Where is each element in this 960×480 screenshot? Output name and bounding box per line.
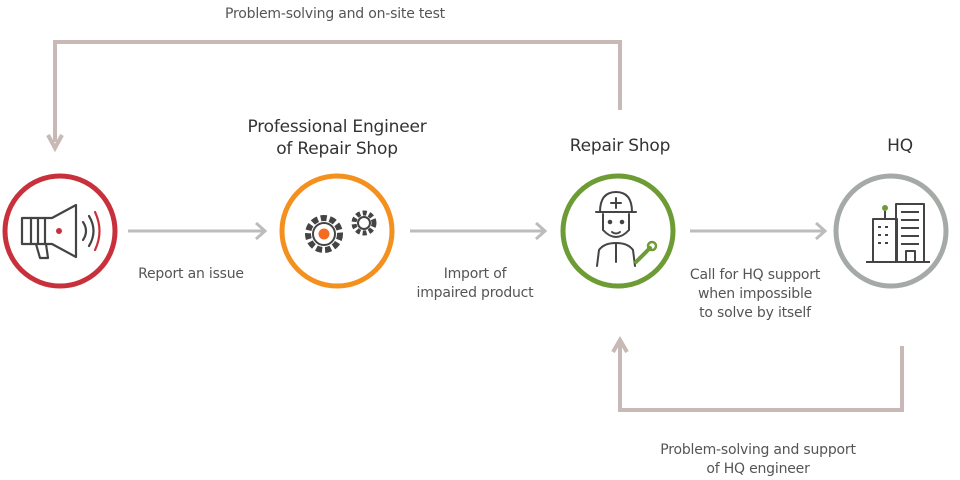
node-title-hq: HQ [887, 136, 913, 156]
edge-label-call-hq-support: Call for HQ support when impossible to s… [689, 267, 821, 321]
node-repair-shop [560, 173, 676, 289]
node-hq [833, 173, 949, 289]
edge-label-report-issue: Report an issue [138, 266, 244, 282]
node-engineer [279, 173, 395, 289]
office-building-icon [866, 203, 930, 263]
flow-arrow-user-engineer [128, 221, 268, 241]
flow-arrow-repair-hq [690, 221, 828, 241]
edge-label-import-product: Import of impaired product [416, 266, 534, 301]
engineer-with-wrench-icon [595, 191, 658, 267]
gears-icon [305, 210, 377, 253]
node-user [2, 173, 118, 289]
loop-arrow-top [46, 40, 622, 153]
flow-arrow-engineer-repair [410, 221, 548, 241]
megaphone-icon [20, 203, 101, 260]
edge-label-hq-engineer-support: Problem-solving and support of HQ engine… [660, 442, 856, 477]
node-title-repair-shop: Repair Shop [569, 136, 671, 156]
loop-arrow-bottom [611, 336, 904, 412]
node-title-engineer: Professional Engineer of Repair Shop [247, 117, 427, 159]
edge-label-on-site-test: Problem-solving and on-site test [225, 6, 445, 22]
